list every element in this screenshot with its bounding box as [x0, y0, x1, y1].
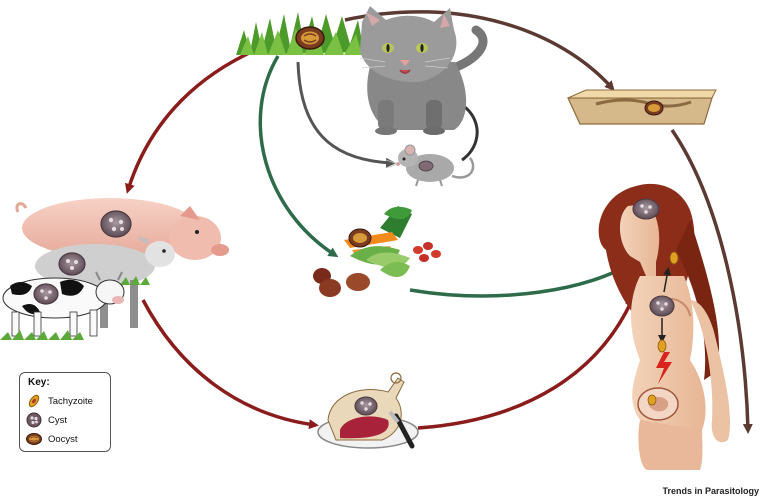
cow-grass	[0, 330, 84, 340]
pasture-grass	[120, 276, 150, 285]
arrow-grass-to-mouse	[296, 61, 396, 168]
key-item-cyst: Cyst	[26, 412, 110, 430]
key-item-tachyzoite: Tachyzoite	[26, 393, 110, 411]
cow-illustration	[2, 271, 125, 337]
mouse-illustration	[385, 144, 475, 187]
arrow-grass-to-livestock	[125, 40, 276, 194]
arrow-grass-to-vegetables	[258, 55, 339, 258]
key-label-cyst: Cyst	[48, 415, 67, 426]
vegetables-illustration	[313, 206, 441, 297]
arrow-vegetables-to-human	[409, 259, 637, 298]
oocyst-icon	[26, 433, 42, 445]
pregnant-woman-illustration	[598, 183, 731, 470]
journal-credit: Trends in Parasitology	[662, 486, 759, 496]
cyst-icon	[26, 412, 42, 428]
oocyst-on-grass	[295, 26, 325, 50]
arrow-meat-to-human	[417, 296, 635, 430]
arrow-litter-box-to-human	[670, 129, 753, 434]
meat-plate-illustration	[317, 372, 419, 449]
key-label-tachyzoite: Tachyzoite	[48, 396, 93, 407]
litter-box-illustration	[567, 89, 717, 125]
cat-illustration	[359, 6, 488, 135]
arrow-livestock-to-meat	[141, 299, 319, 430]
key-legend: Key: Tachyzoite Cyst Oocyst	[19, 372, 111, 452]
tachyzoite-icon	[28, 394, 40, 408]
arrow-cat-to-litter-box	[344, 10, 615, 91]
key-item-oocyst: Oocyst	[26, 431, 110, 449]
key-label-oocyst: Oocyst	[48, 434, 78, 445]
key-title: Key:	[28, 377, 50, 388]
